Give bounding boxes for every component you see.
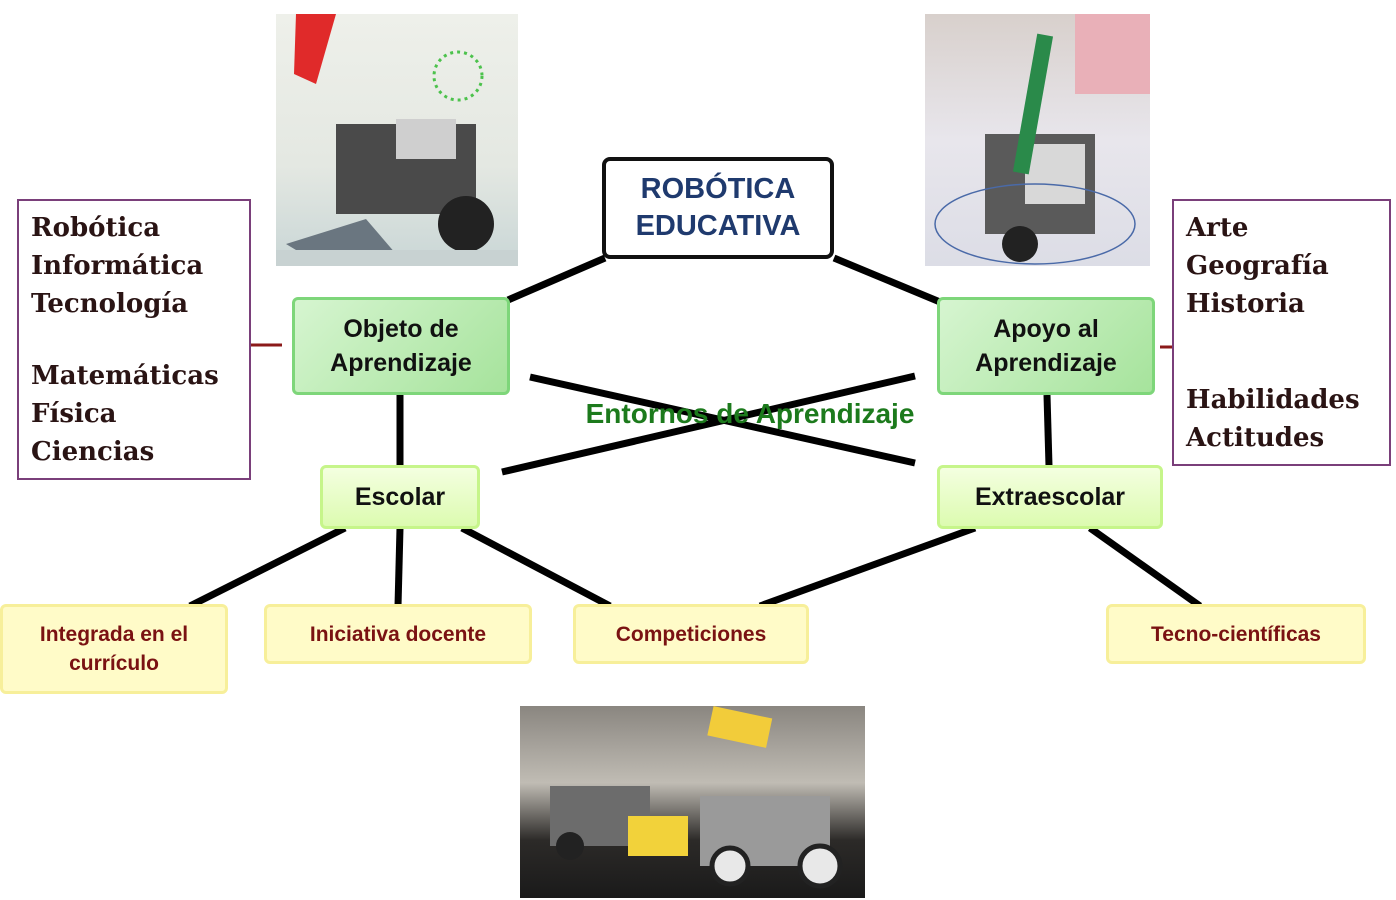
subject-item: Arte	[1186, 213, 1249, 243]
node-apoyo-line2: Aprendizaje	[975, 349, 1117, 377]
node-objeto-de-aprendizaje: Objeto de Aprendizaje	[292, 297, 510, 395]
root-line2: EDUCATIVA	[635, 210, 801, 242]
subject-item: Habilidades	[1186, 385, 1360, 415]
leaf-integrada-line2: currículo	[69, 652, 159, 675]
entornos-label: Entornos de Aprendizaje	[585, 398, 915, 429]
subject-item: Actitudes	[1186, 423, 1325, 453]
leaf-integrada-curriculo: Integrada en el currículo	[0, 604, 228, 694]
subject-item: Matemáticas	[31, 361, 219, 391]
leaf-integrada-line1: Integrada en el	[39, 623, 189, 646]
leaf-competiciones: Competiciones	[573, 604, 809, 664]
subject-item: Robótica	[31, 213, 161, 243]
root-line1: ROBÓTICA	[640, 173, 796, 205]
robot-competition-photo	[520, 706, 865, 898]
subject-item: Informática	[31, 251, 204, 281]
leaf-tecno-cientificas: Tecno-científicas	[1106, 604, 1366, 664]
subject-item: Geografía	[1186, 251, 1329, 281]
subject-item: Física	[31, 399, 117, 429]
line-root-apoyo	[832, 254, 942, 306]
leaf-iniciativa-docente: Iniciativa docente	[264, 604, 532, 664]
subject-item: Ciencias	[31, 437, 155, 467]
line-cross-2	[501, 372, 916, 476]
subject-item: Historia	[1186, 289, 1305, 319]
right-subjects-box: Arte Geografía Historia Habilidades Acti…	[1172, 199, 1391, 466]
line-escolar-integrada	[188, 524, 347, 610]
root-node-robotica-educativa: ROBÓTICA EDUCATIVA	[602, 157, 834, 259]
subject-item: Tecnología	[31, 289, 189, 319]
line-root-objeto	[506, 254, 607, 304]
line-apoyo-extraescolar	[1043, 394, 1053, 467]
line-escolar-competiciones	[460, 524, 612, 610]
node-extraescolar: Extraescolar	[937, 465, 1163, 529]
node-objeto-line1: Objeto de	[343, 315, 459, 343]
robot-photo-top-right	[925, 14, 1150, 266]
line-extraescolar-tecno	[1087, 525, 1203, 609]
node-escolar: Escolar	[320, 465, 480, 529]
line-escolar-iniciativa	[394, 527, 404, 607]
robot-photo-top-left	[276, 14, 518, 266]
left-subjects-box: Robótica Informática Tecnología Matemáti…	[17, 199, 251, 480]
node-apoyo-al-aprendizaje: Apoyo al Aprendizaje	[937, 297, 1155, 395]
node-objeto-line2: Aprendizaje	[330, 349, 472, 377]
line-extraescolar-competiciones	[758, 524, 977, 610]
node-apoyo-line1: Apoyo al	[993, 315, 1099, 343]
